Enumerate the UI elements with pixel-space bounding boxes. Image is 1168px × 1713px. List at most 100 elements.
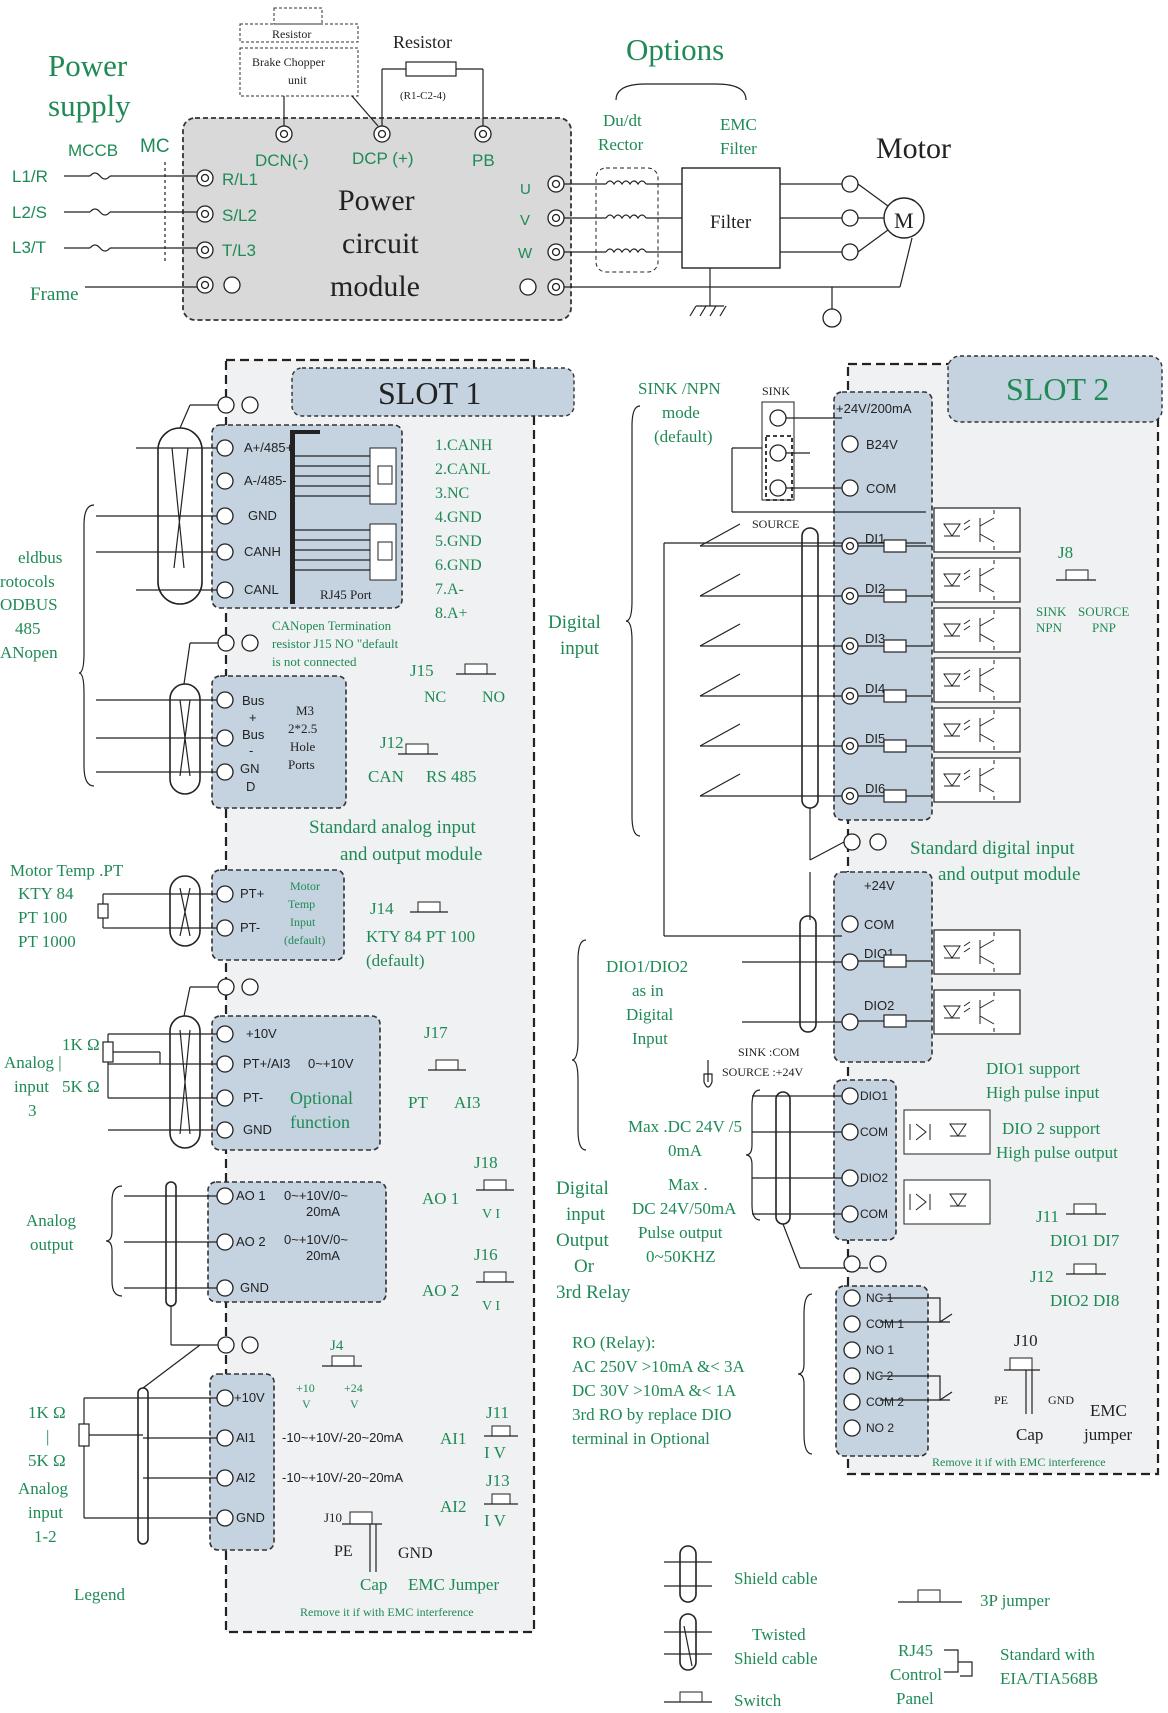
dudt-label-1: Du/dt (603, 111, 642, 130)
filter-label: Filter (710, 212, 752, 233)
analog-input-block (209, 1373, 275, 1551)
relay-terminal-2 (843, 1315, 861, 1333)
ai-gnd-term: GND (236, 1510, 265, 1525)
di-opto-6 (933, 757, 1021, 803)
j17-ai3: AI3 (454, 1093, 480, 1112)
j4-10v: +10 (296, 1381, 315, 1395)
std-digital-2: and output module (938, 864, 1080, 885)
ai1-range: -10~+10V/-20~20mA (282, 1430, 403, 1445)
j11-label: J11 (486, 1403, 509, 1422)
legend-std-2: EIA/TIA568B (1000, 1669, 1098, 1688)
j18-label: J18 (474, 1153, 498, 1172)
j10-slot2-cap: Cap (1016, 1425, 1043, 1444)
slot1-title: SLOT 1 (378, 375, 481, 411)
sink-com-label: SINK :COM (738, 1045, 800, 1059)
relay-terminal-3 (843, 1341, 861, 1359)
digital-input-2: input (560, 638, 600, 659)
j8-source: SOURCE (1078, 604, 1129, 619)
legend-twisted-1: Twisted (752, 1625, 806, 1644)
chopper-resistor-label: Resistor (272, 27, 311, 41)
ao1-range: 0~+10V/0~ (284, 1188, 348, 1203)
optional-function-2: function (290, 1112, 350, 1132)
kty84-label: KTY 84 (18, 884, 74, 903)
relay-terminal-5 (843, 1393, 861, 1411)
legend-3p-jumper: 3P jumper (980, 1591, 1050, 1610)
pin-6: 6.GND (435, 557, 482, 574)
ro-4: 3rd RO by replace DIO (572, 1405, 732, 1424)
pin-8: 8.A+ (435, 605, 468, 622)
brake-chopper-label: Brake Chopper (252, 55, 325, 69)
j17-pt: PT (408, 1093, 428, 1112)
dio-output-4: Or (574, 1256, 595, 1277)
ai-res-1k: 1K Ω (28, 1403, 66, 1422)
ai3-terminal-block (211, 1015, 381, 1151)
j8-sink: SINK (1036, 604, 1067, 619)
ai1-term: AI1 (236, 1430, 256, 1445)
power-supply-label-2: supply (48, 88, 131, 123)
di-terminal-block (833, 391, 933, 821)
ai3-ptplus: PT+/AI3 (243, 1056, 290, 1071)
power-circuit-line1: Power (338, 184, 415, 217)
ro-1: RO (Relay): (572, 1333, 656, 1352)
dio-output-block (833, 1079, 897, 1241)
j10-slot2-jumper: jumper (1083, 1425, 1132, 1444)
dout-com1: COM (860, 1125, 888, 1139)
options-label: Options (626, 32, 724, 67)
j4-label: J4 (330, 1338, 344, 1354)
ao1-label: AO 1 (422, 1189, 459, 1208)
power-supply-label-1: Power (48, 48, 128, 83)
motor-temp-4: (default) (284, 933, 325, 947)
legend-std-1: Standard with (1000, 1645, 1095, 1664)
dout-dio2: DIO2 (860, 1171, 888, 1185)
motor-temp-2: Temp (288, 897, 315, 911)
j11-slot2: J11 (1036, 1207, 1059, 1226)
di-b24v: B24V (866, 437, 898, 452)
j14-default: (default) (366, 951, 425, 970)
pulse-out-1: Max . (668, 1175, 708, 1194)
ai3-num: 3 (28, 1101, 37, 1120)
canopen-termination-3: is not connected (272, 654, 357, 669)
legend-switch: Switch (734, 1691, 782, 1710)
digital-input-1: Digital (548, 612, 601, 633)
mccb-label: MCCB (68, 141, 118, 160)
v-label: V (520, 212, 530, 229)
m3-4: Ports (288, 757, 315, 772)
resistor-label: Resistor (393, 32, 452, 52)
frame-label: Frame (30, 284, 79, 305)
j8-npn: NPN (1036, 620, 1063, 635)
pulse-out-2: DC 24V/50mA (632, 1199, 737, 1218)
power-circuit-line2: circuit (342, 227, 419, 260)
j8-label: J8 (1058, 543, 1073, 562)
dout-opto-2 (909, 1193, 931, 1211)
pt1000-label: PT 1000 (18, 932, 76, 951)
dio-digital-4: Input (632, 1029, 668, 1048)
j12-slot2: J12 (1030, 1267, 1054, 1286)
ptplus-label: PT+ (240, 886, 264, 901)
dio-output-3: Output (556, 1230, 610, 1251)
bus-minus-1: Bus (242, 727, 265, 742)
analog-output-2: output (30, 1235, 74, 1254)
ai-res-5k: 5K Ω (28, 1451, 66, 1470)
di-opto-2 (933, 557, 1021, 603)
j12-label: J12 (380, 733, 404, 752)
motor-temp-1: Motor (290, 879, 320, 893)
j16-label: J16 (474, 1245, 498, 1264)
pin-4: 4.GND (435, 509, 482, 526)
ai3-input: input (14, 1077, 49, 1096)
canopen-termination-2: resistor J15 NO "default (272, 636, 399, 651)
pulse-out-3: Pulse output (638, 1223, 723, 1242)
ai-analog: Analog (18, 1479, 69, 1498)
ai3-res-1k: 1K Ω (62, 1035, 100, 1054)
j15-no: NO (482, 689, 505, 706)
pt-terminal-block (211, 869, 345, 961)
dudt-label-2: Rector (598, 135, 644, 154)
ao2-term: AO 2 (236, 1234, 266, 1249)
di-label-1: DI1 (865, 531, 885, 546)
relay-label-1: NC 1 (866, 1291, 894, 1305)
dio-digital-1: DIO1/DIO2 (606, 957, 688, 976)
ao-gnd-term: GND (240, 1280, 269, 1295)
m3-2: 2*2.5 (288, 721, 317, 736)
j4-v2: V (350, 1397, 359, 1411)
relay-terminal-6 (843, 1419, 861, 1437)
j12-rs485: RS 485 (426, 767, 477, 786)
